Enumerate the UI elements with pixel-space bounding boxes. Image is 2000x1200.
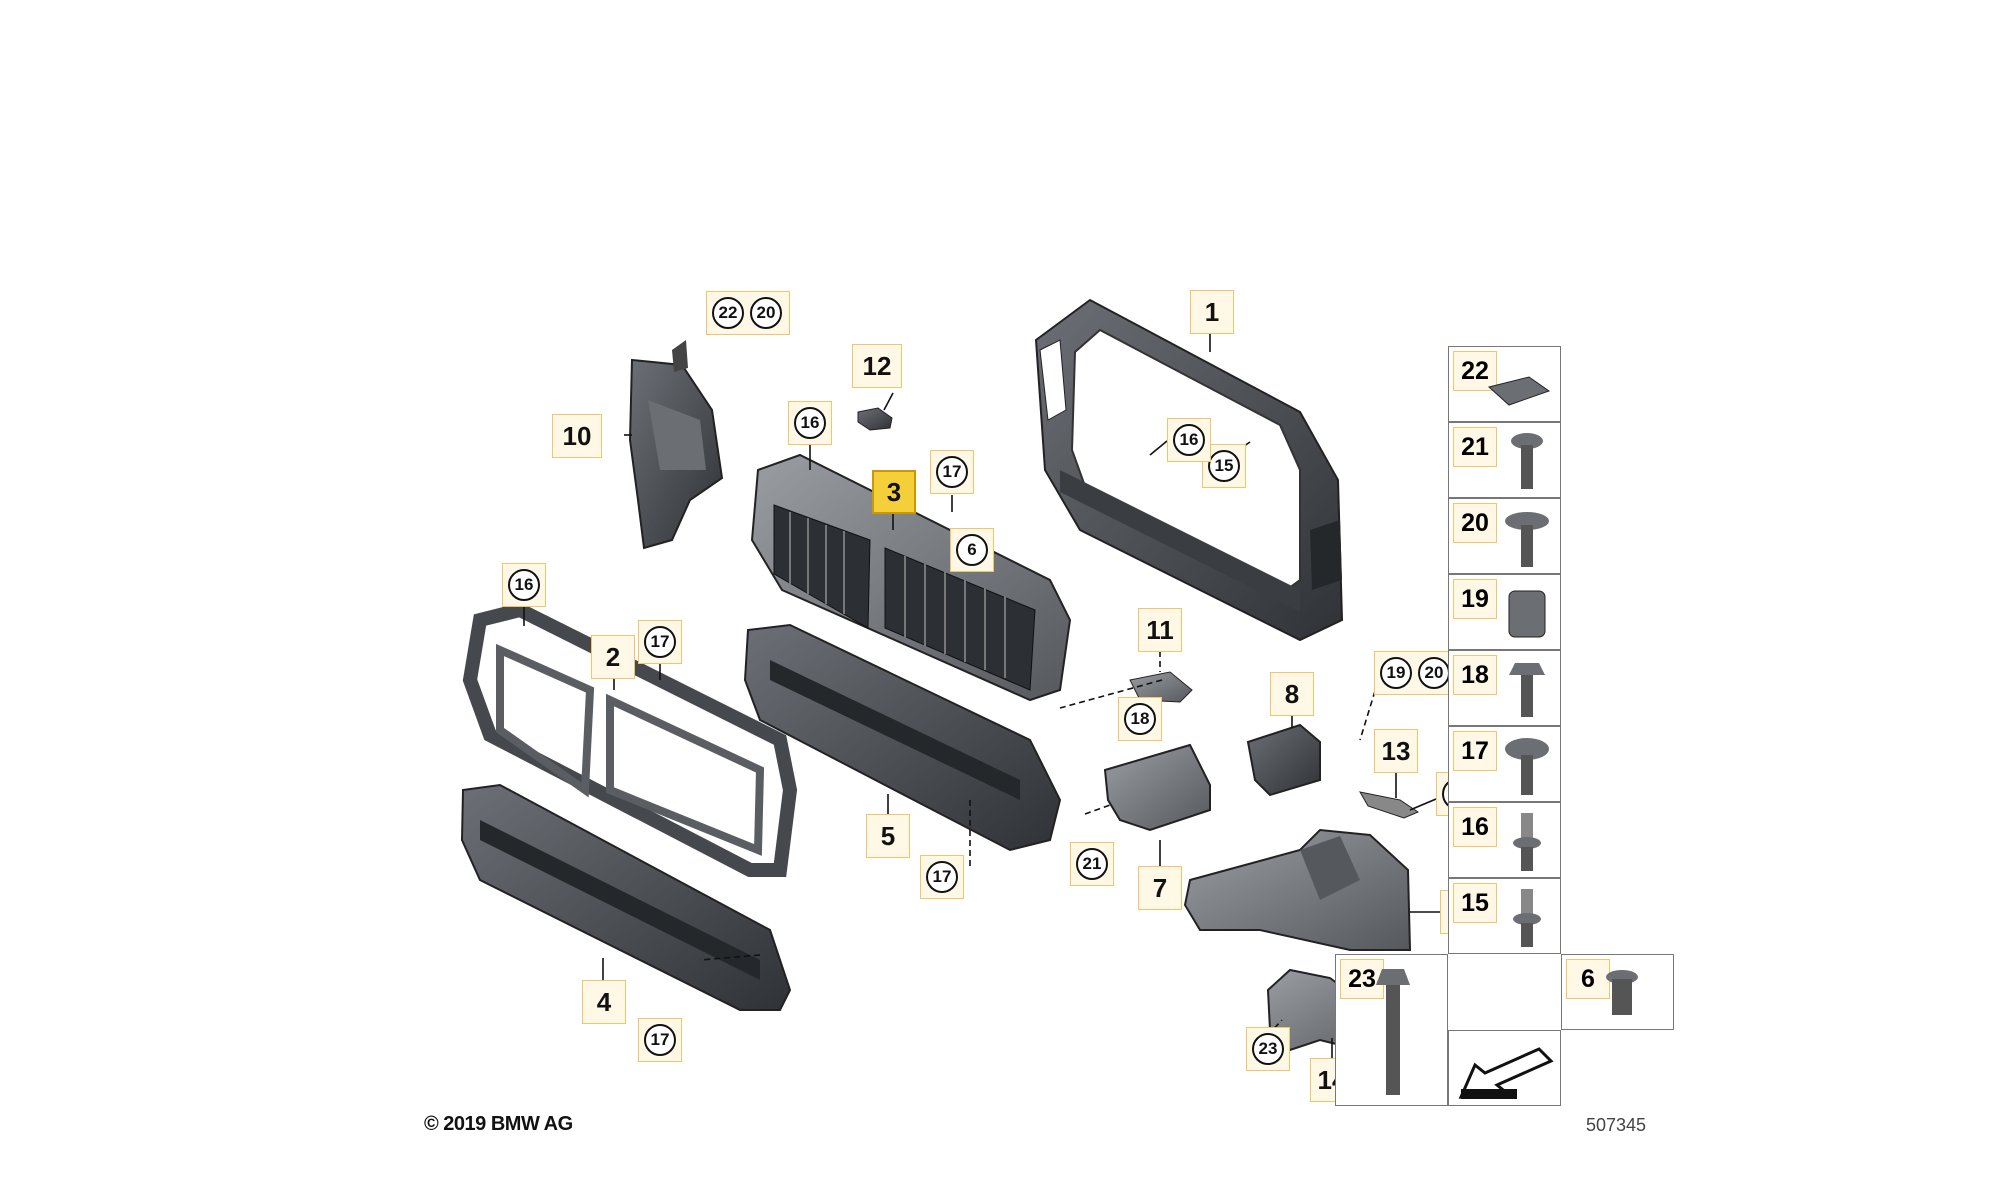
legend-cell-orientation — [1448, 1030, 1561, 1106]
legend-number: 19 — [1453, 579, 1497, 619]
callout-label: 23 — [1252, 1033, 1284, 1065]
callout-label: 6 — [956, 534, 988, 566]
callout-label: 16 — [794, 407, 826, 439]
callout-7[interactable]: 7 — [1138, 866, 1182, 910]
part-1-frame[interactable] — [1034, 298, 1344, 642]
legend-cell-19[interactable]: 19 — [1448, 574, 1561, 650]
expansion-nut-icon — [1606, 970, 1638, 1015]
callout-label: 22 — [712, 297, 744, 329]
callout-label: 5 — [880, 820, 896, 851]
part-10-air-duct[interactable] — [628, 340, 724, 550]
screw-icon — [1511, 433, 1543, 489]
callout-label: 19 — [1380, 657, 1412, 689]
callout-label: 16 — [508, 569, 540, 601]
part-8-duct[interactable] — [1246, 723, 1321, 797]
callout-label: 13 — [1381, 735, 1411, 766]
callout-label: 17 — [936, 456, 968, 488]
callout-16[interactable]: 16 — [788, 401, 832, 445]
legend-cell-15[interactable]: 15 — [1448, 878, 1561, 954]
legend-number: 23 — [1340, 959, 1384, 999]
callout-17[interactable]: 17 — [930, 450, 974, 494]
legend-cell-23[interactable]: 23 — [1335, 954, 1448, 1106]
callout-5[interactable]: 5 — [866, 814, 910, 858]
callout-label: 2 — [605, 641, 621, 672]
legend-cell-17[interactable]: 17 — [1448, 726, 1561, 802]
callout-label: 4 — [596, 986, 612, 1017]
callout-label: 17 — [644, 1024, 676, 1056]
legend-cell-22[interactable]: 22 — [1448, 346, 1561, 422]
part-13-bracket[interactable] — [1359, 791, 1420, 819]
part-5-air-flap[interactable] — [743, 623, 1062, 852]
callout-17[interactable]: 17 — [638, 1018, 682, 1062]
callout-label: 17 — [644, 626, 676, 658]
screw-icon — [1509, 663, 1545, 717]
callout-label: 3 — [886, 476, 902, 507]
callout-label: 12 — [862, 350, 892, 381]
callout-6[interactable]: 6 — [950, 528, 994, 572]
legend-number: 15 — [1453, 883, 1497, 923]
callout-16[interactable]: 16 — [502, 563, 546, 607]
clip-nut-icon — [1508, 590, 1546, 638]
callout-17[interactable]: 17 — [638, 620, 682, 664]
part-4-air-flap[interactable] — [460, 783, 792, 1011]
rivet-icon — [1513, 813, 1541, 871]
part-12-clip[interactable] — [857, 407, 893, 431]
callout-17[interactable]: 17 — [920, 855, 964, 899]
legend-cell-20[interactable]: 20 — [1448, 498, 1561, 574]
callout-label: 17 — [926, 861, 958, 893]
legend-cell-6[interactable]: 6 — [1561, 954, 1674, 1030]
screw-icon — [1505, 512, 1549, 567]
legend-cell-18[interactable]: 18 — [1448, 650, 1561, 726]
direction-arrow-icon — [1458, 1047, 1554, 1099]
legend-cell-21[interactable]: 21 — [1448, 422, 1561, 498]
rivet-icon — [1513, 889, 1541, 947]
callout-label: 20 — [1418, 657, 1450, 689]
legend-number: 17 — [1453, 731, 1497, 771]
callout-label: 18 — [1124, 703, 1156, 735]
callout-11[interactable]: 11 — [1138, 608, 1182, 652]
document-number: 507345 — [1586, 1115, 1647, 1135]
screw-icon — [1505, 738, 1549, 795]
callout-3-highlighted[interactable]: 3 — [872, 470, 916, 514]
part-9-duct[interactable] — [1183, 828, 1412, 951]
legend-number: 22 — [1453, 351, 1497, 391]
callout-label: 21 — [1076, 848, 1108, 880]
hex-bolt-icon — [1376, 969, 1410, 1095]
callout-18[interactable]: 18 — [1118, 697, 1162, 741]
legend-number: 16 — [1453, 807, 1497, 847]
callout-label: 10 — [562, 420, 592, 451]
legend-cell-16[interactable]: 16 — [1448, 802, 1561, 878]
callout-8[interactable]: 8 — [1270, 672, 1314, 716]
callout-label: 7 — [1152, 872, 1168, 903]
clip-nut-icon — [1487, 376, 1551, 406]
callout-13[interactable]: 13 — [1374, 729, 1418, 773]
legend-number: 20 — [1453, 503, 1497, 543]
callout-4[interactable]: 4 — [582, 980, 626, 1024]
callout-label: 15 — [1208, 450, 1240, 482]
legend-number: 6 — [1566, 959, 1610, 999]
part-6-grille[interactable] — [750, 453, 1072, 702]
fastener-legend: 22 21 20 19 18 17 16 15 — [1335, 346, 1674, 1110]
callout-12[interactable]: 12 — [852, 344, 902, 388]
callout-16[interactable]: 16 — [1167, 418, 1211, 462]
callout-label: 20 — [750, 297, 782, 329]
callout-label: 8 — [1284, 678, 1300, 709]
part-7-duct[interactable] — [1103, 743, 1211, 832]
callout-2[interactable]: 2 — [591, 635, 635, 679]
callout-10[interactable]: 10 — [552, 414, 602, 458]
callout-label: 11 — [1146, 614, 1174, 645]
callout-label: 16 — [1173, 424, 1205, 456]
callout-label: 1 — [1204, 296, 1220, 327]
callout-23[interactable]: 23 — [1246, 1027, 1290, 1071]
legend-number: 18 — [1453, 655, 1497, 695]
callout-1[interactable]: 1 — [1190, 290, 1234, 334]
callout-21[interactable]: 21 — [1070, 842, 1114, 886]
legend-number: 21 — [1453, 427, 1497, 467]
part-11-bracket[interactable] — [1129, 671, 1193, 703]
copyright-text: © 2019 BMW AG — [424, 1113, 573, 1135]
